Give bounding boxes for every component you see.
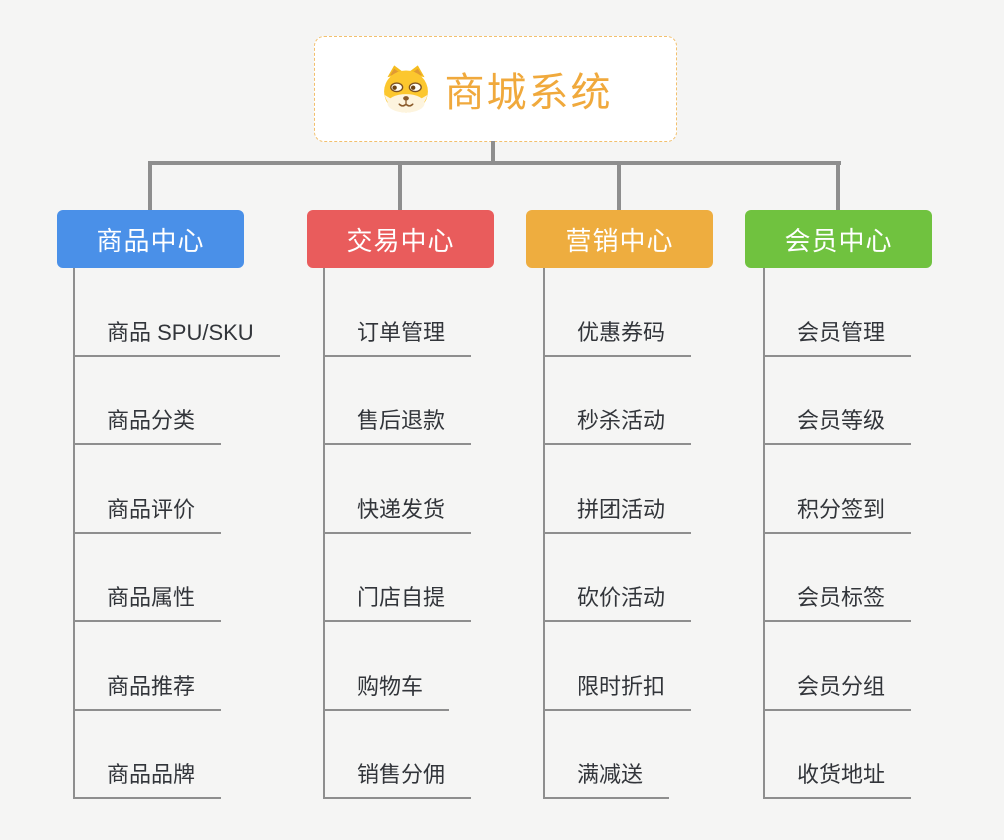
node-item[interactable]: 会员分组 bbox=[765, 669, 912, 711]
connector-drop-branch-2 bbox=[398, 163, 402, 210]
node-item[interactable]: 积分签到 bbox=[765, 492, 912, 534]
root-node[interactable]: 商城系统 bbox=[314, 36, 677, 142]
branch-header-marketing[interactable]: 营销中心 bbox=[526, 210, 713, 268]
node-item[interactable]: 优惠券码 bbox=[545, 315, 692, 357]
node-item[interactable]: 商品品牌 bbox=[75, 757, 222, 799]
node-item[interactable]: 商品推荐 bbox=[75, 669, 222, 711]
node-item[interactable]: 砍价活动 bbox=[545, 580, 692, 622]
node-item[interactable]: 快递发货 bbox=[325, 492, 472, 534]
node-item[interactable]: 商品属性 bbox=[75, 580, 222, 622]
node-item[interactable]: 购物车 bbox=[325, 669, 450, 711]
node-item[interactable]: 销售分佣 bbox=[325, 757, 472, 799]
node-item[interactable]: 收货地址 bbox=[765, 757, 912, 799]
node-item[interactable]: 商品评价 bbox=[75, 492, 222, 534]
connector-drop-branch-1 bbox=[148, 163, 152, 210]
branch-column-trade: 订单管理 售后退款 快递发货 门店自提 购物车 销售分佣 bbox=[323, 268, 472, 799]
branch-header-members[interactable]: 会员中心 bbox=[745, 210, 932, 268]
node-item[interactable]: 会员管理 bbox=[765, 315, 912, 357]
branch-header-products[interactable]: 商品中心 bbox=[57, 210, 244, 268]
node-item[interactable]: 拼团活动 bbox=[545, 492, 692, 534]
node-item[interactable]: 满减送 bbox=[545, 757, 670, 799]
node-item[interactable]: 会员标签 bbox=[765, 580, 912, 622]
connector-root-stub bbox=[491, 141, 495, 165]
connector-drop-branch-3 bbox=[617, 163, 621, 210]
node-item[interactable]: 售后退款 bbox=[325, 403, 472, 445]
node-item[interactable]: 限时折扣 bbox=[545, 669, 692, 711]
dog-face-icon bbox=[383, 65, 428, 113]
node-item[interactable]: 秒杀活动 bbox=[545, 403, 692, 445]
node-item[interactable]: 订单管理 bbox=[325, 315, 472, 357]
node-item[interactable]: 会员等级 bbox=[765, 403, 912, 445]
root-title: 商城系统 bbox=[444, 71, 613, 115]
branch-column-members: 会员管理 会员等级 积分签到 会员标签 会员分组 收货地址 bbox=[763, 268, 912, 799]
node-item[interactable]: 商品 SPU/SKU bbox=[75, 315, 280, 357]
branch-column-products: 商品 SPU/SKU 商品分类 商品评价 商品属性 商品推荐 商品品牌 bbox=[73, 268, 280, 799]
branch-header-trade[interactable]: 交易中心 bbox=[307, 210, 494, 268]
branch-column-marketing: 优惠券码 秒杀活动 拼团活动 砍价活动 限时折扣 满减送 bbox=[543, 268, 692, 799]
connector-drop-branch-4 bbox=[836, 163, 840, 210]
node-item[interactable]: 商品分类 bbox=[75, 403, 222, 445]
connector-trunk bbox=[148, 161, 841, 165]
node-item[interactable]: 门店自提 bbox=[325, 580, 472, 622]
